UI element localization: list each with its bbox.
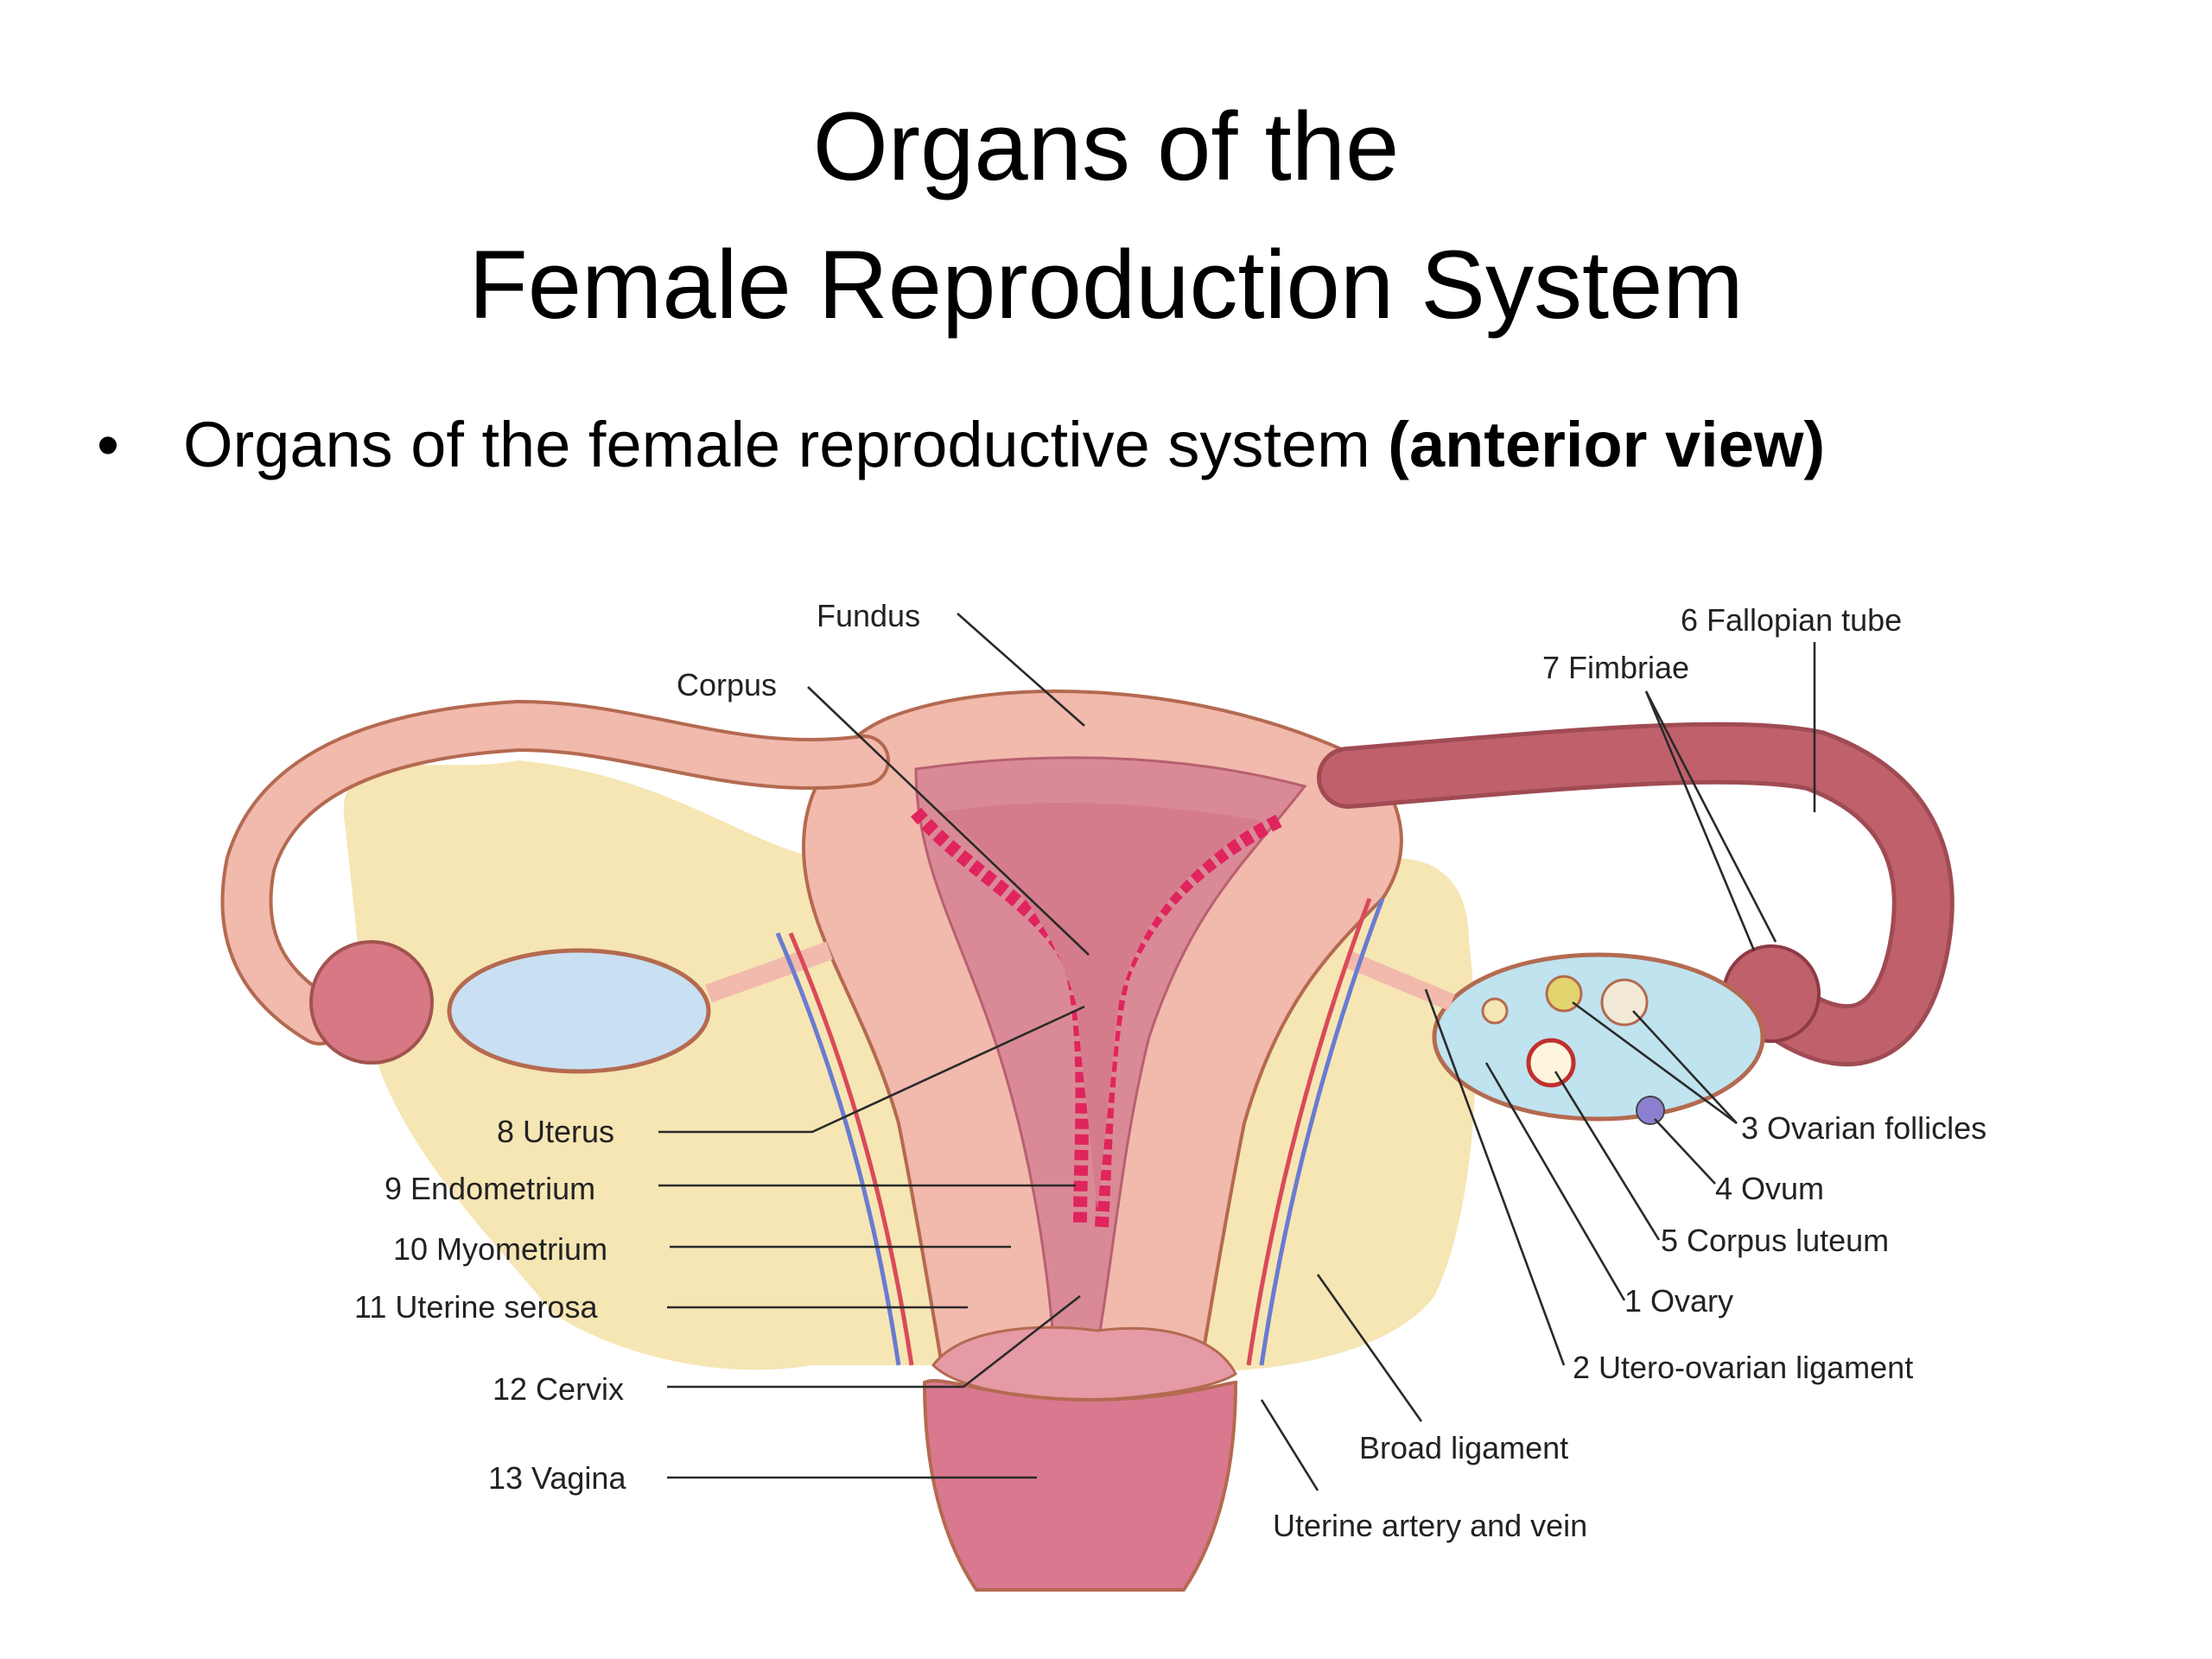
- leader-lines: [658, 613, 1816, 1491]
- bullet-item: • Organs of the female reproductive syste…: [97, 402, 1825, 488]
- label-broad-ligament: Broad ligament: [1359, 1430, 1568, 1465]
- bullet-bold-text: (anterior view): [1388, 409, 1826, 480]
- leader-ovarian-follicles-1: [1572, 1001, 1738, 1125]
- label-corpus: Corpus: [677, 667, 777, 702]
- label-utero-ovarian-ligament: 2 Utero-ovarian ligament: [1573, 1350, 1913, 1385]
- bullet-text: Organs of the female reproductive system: [183, 409, 1389, 480]
- leader-ovarian-follicles-2: [1632, 1010, 1738, 1124]
- slide-title-line-1: Organs of the: [812, 92, 1400, 200]
- left-fimbriae: [309, 940, 434, 1065]
- bullet-icon: •: [97, 409, 119, 480]
- anatomy-illustration: [220, 690, 1955, 1592]
- label-myometrium: 10 Myometrium: [393, 1231, 607, 1267]
- slide-title-line-2: Female Reproduction System: [468, 231, 1744, 339]
- label-corpus-luteum: 5 Corpus luteum: [1661, 1223, 1889, 1258]
- ovum-shape: [1636, 1096, 1665, 1125]
- label-fimbriae: 7 Fimbriae: [1542, 650, 1689, 685]
- uterine-vessel-left-red: [788, 932, 914, 1366]
- uterine-vessel-right-blue: [1259, 898, 1385, 1366]
- leader-uterus: [658, 1005, 1085, 1134]
- leader-fimbriae-1: [1644, 690, 1756, 951]
- uterine-vessel-right-red: [1246, 898, 1372, 1366]
- label-ovarian-follicles: 3 Ovarian follicles: [1741, 1110, 1986, 1146]
- slide-title: Organs of the Female Reproduction System: [0, 78, 2212, 354]
- left-broad-ligament-lobe: [663, 968, 874, 1361]
- label-endometrium: 9 Endometrium: [385, 1171, 595, 1206]
- label-uterine-artery-vein: Uterine artery and vein: [1273, 1508, 1587, 1543]
- leader-utero-ovarian-ligament: [1424, 988, 1566, 1366]
- leader-corpus: [807, 686, 1090, 956]
- right-fallopian-tube-fill: [1321, 726, 1950, 1063]
- label-fundus: Fundus: [817, 598, 920, 633]
- corpus-luteum-shape: [1526, 1038, 1576, 1088]
- label-fallopian-tube: 6 Fallopian tube: [1681, 602, 1902, 638]
- label-uterus: 8 Uterus: [497, 1114, 614, 1149]
- leader-ovum: [1654, 1118, 1716, 1185]
- label-ovary: 1 Ovary: [1624, 1283, 1733, 1319]
- uterine-cavity: [942, 803, 1262, 1210]
- label-cervix: 12 Cervix: [493, 1371, 624, 1407]
- vagina-shape: [922, 1378, 1238, 1592]
- left-fallopian-tube-fill: [224, 702, 887, 1042]
- leader-fimbriae-2: [1644, 690, 1777, 943]
- leader-cervix: [667, 1294, 1081, 1389]
- left-ovary: [447, 948, 711, 1074]
- right-ovary: [1432, 952, 1765, 1122]
- leader-broad-ligament: [1316, 1274, 1423, 1422]
- diagram-labels: Fundus Corpus 6 Fallopian tube 7 Fimbria…: [354, 598, 1986, 1543]
- label-ovum: 4 Ovum: [1715, 1171, 1824, 1206]
- ovarian-follicle-3: [1481, 997, 1509, 1025]
- leader-ovary: [1484, 1062, 1626, 1301]
- leader-fundus: [957, 613, 1085, 727]
- label-uterine-serosa: 11 Uterine serosa: [354, 1289, 598, 1325]
- label-vagina: 13 Vagina: [488, 1460, 626, 1496]
- leader-uterine-artery-vein: [1260, 1399, 1319, 1491]
- right-ovarian-ligament: [1344, 950, 1455, 1011]
- left-ovarian-ligament: [705, 941, 833, 1003]
- uterine-vessel-left-blue: [775, 932, 901, 1366]
- leader-corpus-luteum: [1554, 1071, 1661, 1241]
